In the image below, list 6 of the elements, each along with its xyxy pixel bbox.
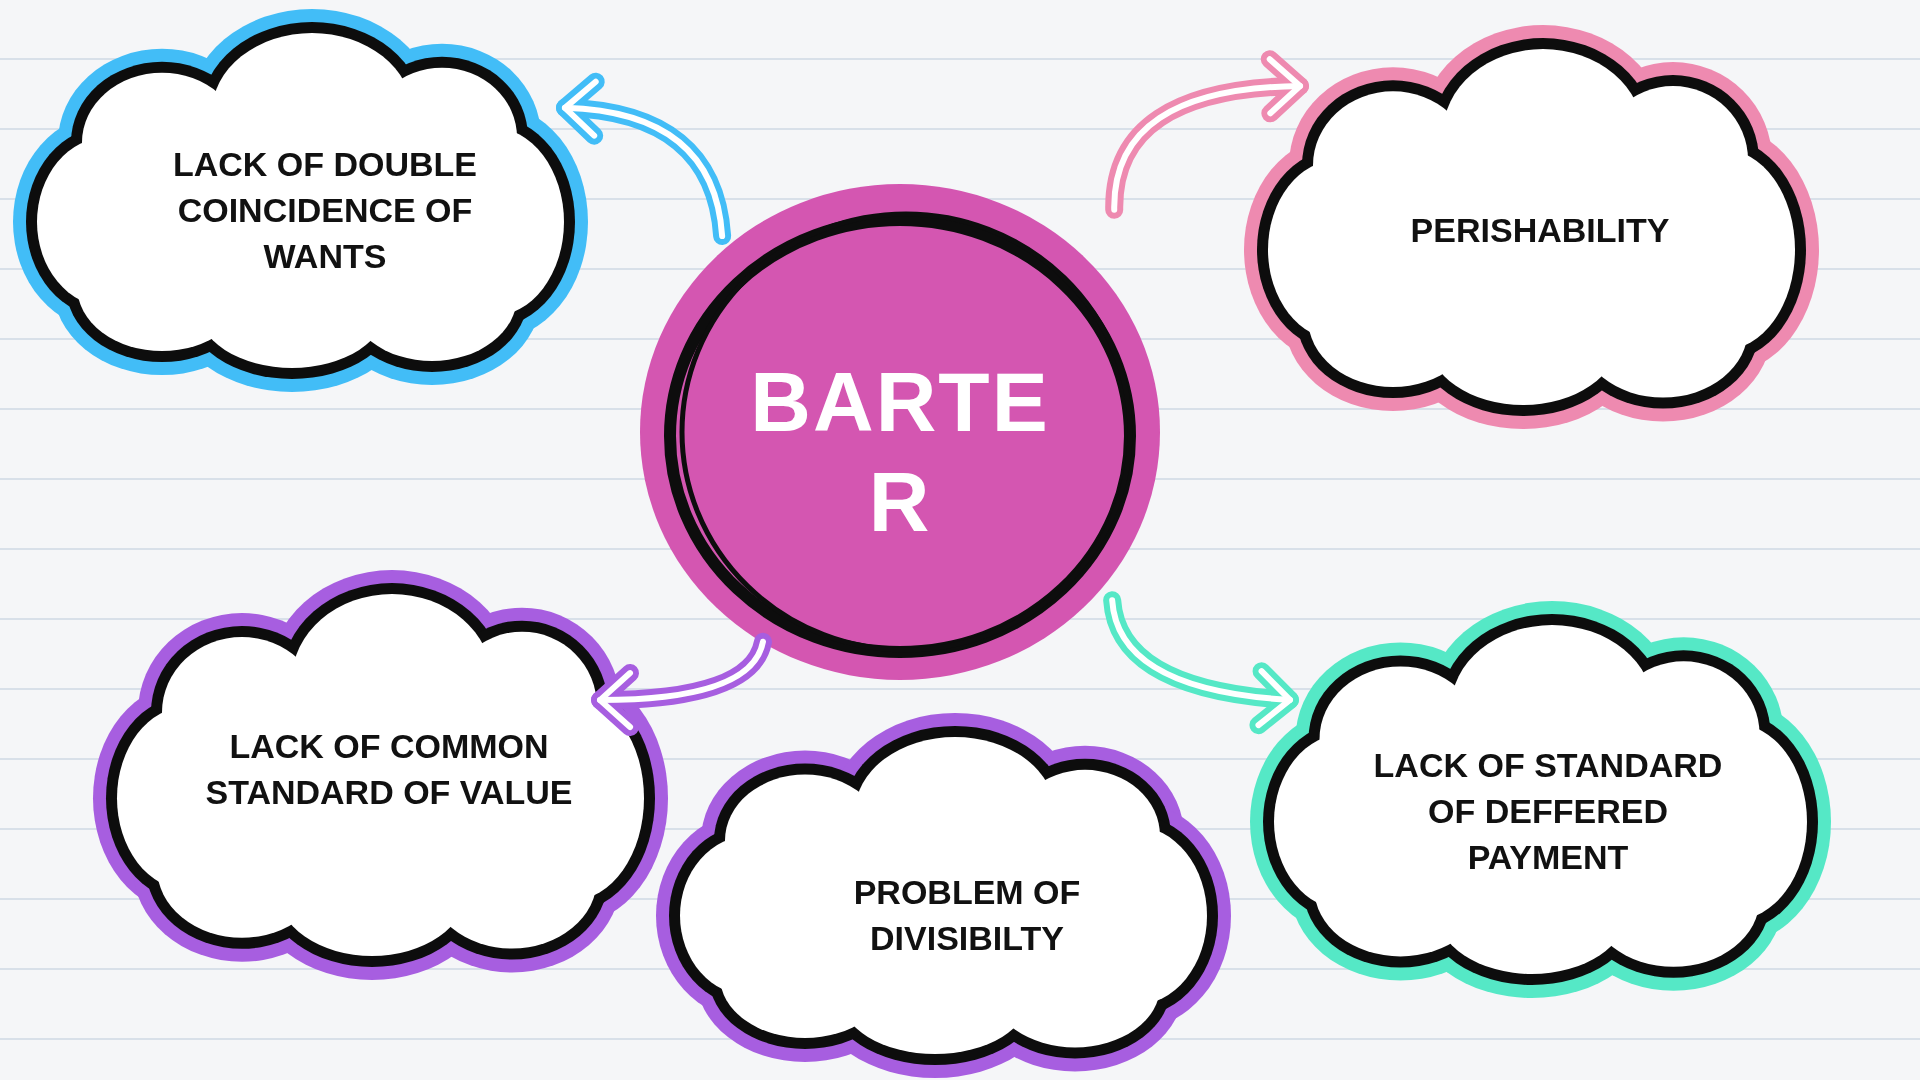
cloud-text: LACK OF STANDARD OF DEFFERED PAYMENT (1372, 745, 1724, 878)
cloud-text: PROBLEM OF DIVISIBILTY (852, 872, 1082, 959)
cloud-text: LACK OF DOUBLE COINCIDENCE OF WANTS (171, 144, 479, 277)
cloud-text: LACK OF COMMON STANDARD OF VALUE (204, 726, 574, 813)
circle-title: BARTE R (749, 354, 1051, 551)
cloud-text: PERISHABILITY (1410, 210, 1670, 251)
